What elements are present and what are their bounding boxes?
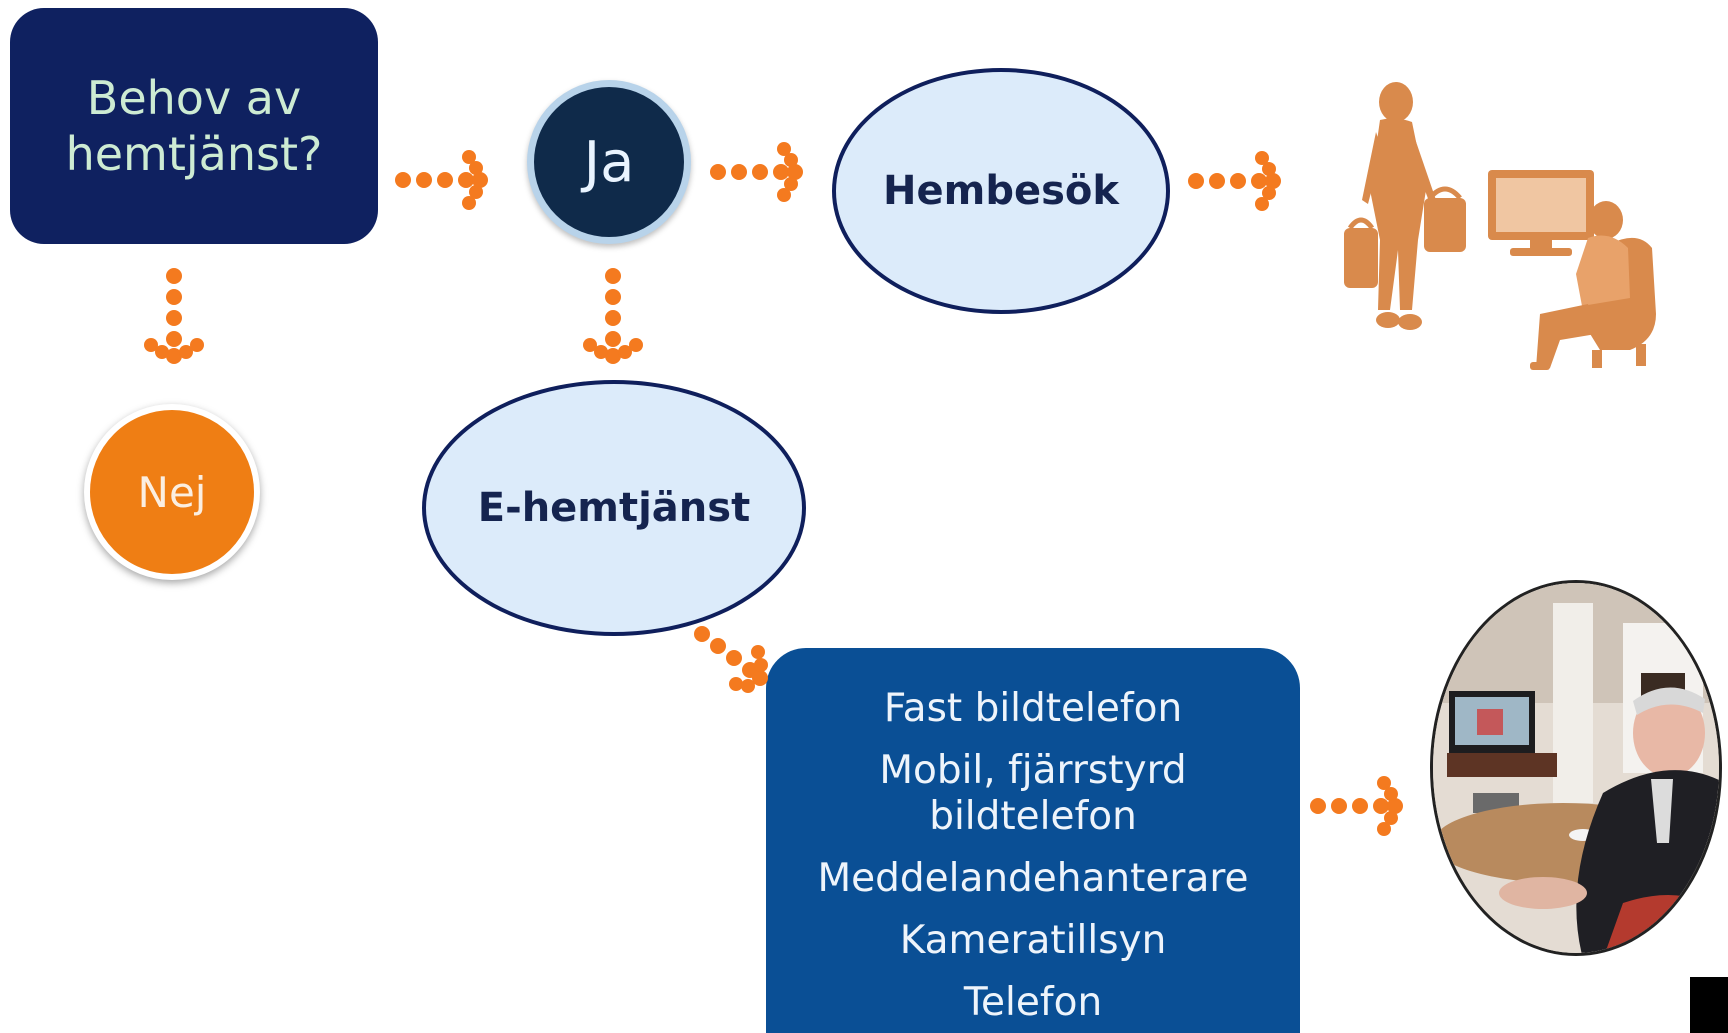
- arrow-home-visit-to-care: [1188, 151, 1281, 211]
- home-visit-node: Hembesök: [832, 68, 1170, 314]
- caregiver-with-bags-icon: [1344, 82, 1466, 330]
- service-item: Telefon: [963, 980, 1103, 1025]
- services-box: Fast bildtelefon Mobil, fjärrstyrd bildt…: [766, 648, 1300, 1033]
- need-question-box: Behov av hemtjänst?: [10, 8, 378, 244]
- arrow-need-to-yes: [395, 150, 488, 210]
- arrow-yes-to-home-visit: [710, 142, 803, 202]
- home-visit-label: Hembesök: [883, 168, 1119, 214]
- no-node: Nej: [84, 404, 260, 580]
- yes-node: Ja: [527, 80, 691, 244]
- arrow-need-to-no: [144, 268, 204, 364]
- corner-black-block: [1690, 977, 1728, 1033]
- service-item: Meddelandehanterare: [817, 856, 1249, 901]
- elderly-person-watching-tv-icon: [1488, 170, 1656, 370]
- e-home-care-label: E-hemtjänst: [477, 485, 751, 531]
- arrow-services-to-portrait: [1310, 776, 1403, 836]
- service-item: Mobil, fjärrstyrd bildtelefon: [879, 748, 1187, 839]
- e-home-care-node: E-hemtjänst: [422, 380, 806, 636]
- arrow-yes-to-e-home-care: [583, 268, 643, 364]
- elderly-man-photo: [1430, 580, 1722, 956]
- service-item: Kameratillsyn: [899, 918, 1167, 963]
- yes-label: Ja: [583, 129, 635, 195]
- photo-illustration: [1433, 583, 1719, 953]
- service-item: Fast bildtelefon: [883, 686, 1183, 731]
- arrow-e-home-care-to-services: [694, 626, 768, 693]
- no-label: Nej: [137, 467, 207, 517]
- need-question-label: Behov av hemtjänst?: [65, 71, 323, 181]
